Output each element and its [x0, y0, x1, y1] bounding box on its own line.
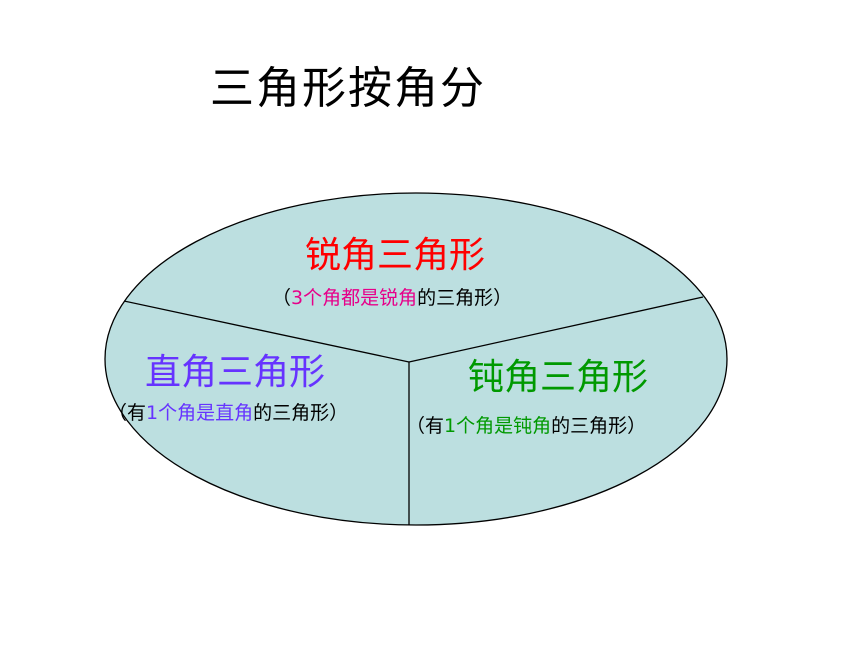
obtuse-triangle-description: （有1个角是钝角的三角形）	[406, 411, 646, 438]
acute-triangle-label: 锐角三角形	[305, 235, 486, 276]
desc-rest: 的三角形）	[417, 287, 513, 309]
desc-number: 1	[444, 415, 457, 437]
ellipse-outline	[104, 192, 728, 526]
desc-number: 3	[291, 287, 304, 309]
desc-rest: 的三角形）	[551, 415, 647, 437]
desc-highlight: 个角是直角	[158, 402, 254, 424]
right-triangle-label: 直角三角形	[145, 352, 326, 393]
desc-highlight: 个角是钝角	[456, 415, 552, 437]
right-triangle-description: （有1个角是直角的三角形）	[108, 398, 348, 425]
desc-highlight: 个角都是锐角	[303, 287, 418, 309]
desc-rest: 的三角形）	[253, 402, 349, 424]
desc-open: （	[272, 287, 292, 309]
divider-line-left	[123, 300, 410, 363]
desc-number: 1	[146, 402, 159, 424]
page-title: 三角形按角分	[210, 63, 486, 114]
divider-line-right	[408, 296, 704, 363]
obtuse-triangle-label: 钝角三角形	[468, 357, 649, 398]
desc-open: （有	[108, 402, 147, 424]
acute-triangle-description: （3个角都是锐角的三角形）	[272, 283, 512, 310]
desc-open: （有	[406, 415, 445, 437]
